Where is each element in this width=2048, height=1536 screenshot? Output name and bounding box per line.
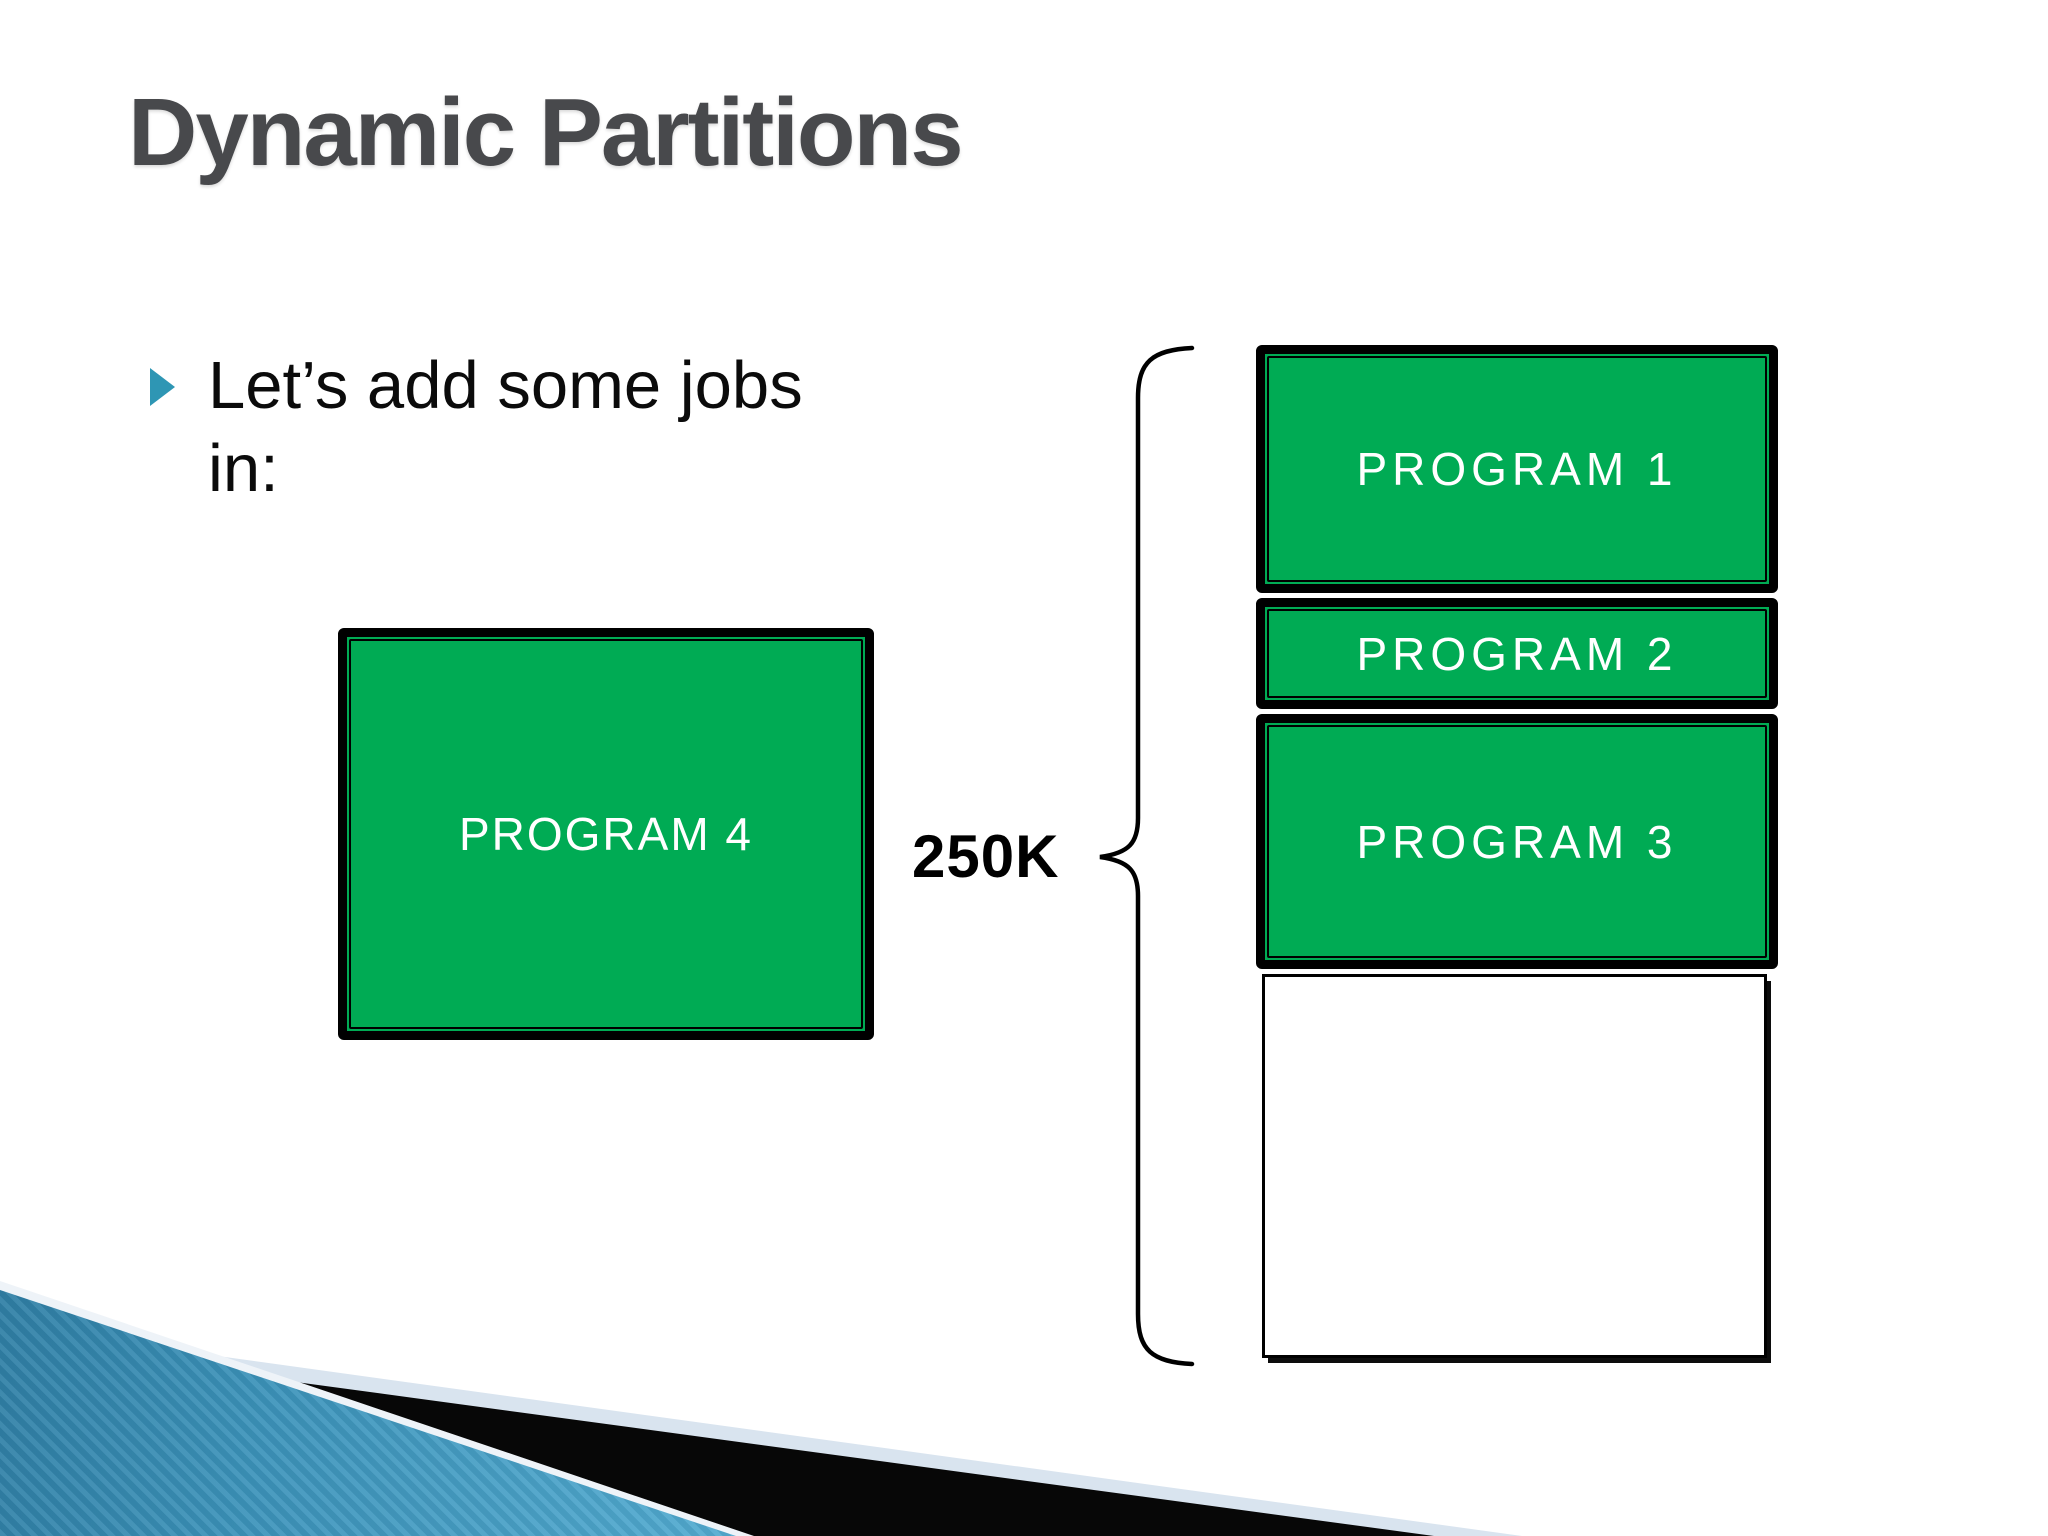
bullet-line-1: Let’s add some jobs bbox=[208, 348, 803, 423]
bullet-text: Let’s add some jobs in: bbox=[208, 344, 803, 510]
job-box-program-4: PROGRAM 4 bbox=[338, 628, 874, 1040]
partition-1-label: PROGRAM 1 bbox=[1356, 443, 1678, 495]
curly-brace bbox=[1099, 345, 1195, 1367]
partition-free-space bbox=[1262, 974, 1767, 1358]
partition-program-3: PROGRAM 3 bbox=[1256, 714, 1778, 969]
partition-3-label: PROGRAM 3 bbox=[1356, 815, 1678, 868]
slide-title: Dynamic Partitions bbox=[128, 79, 964, 186]
memory-size-label: 250K bbox=[912, 823, 1060, 890]
partition-program-2: PROGRAM 2 bbox=[1256, 598, 1778, 709]
job-box-label: PROGRAM 4 bbox=[458, 808, 754, 860]
partition-program-1: PROGRAM 1 bbox=[1256, 345, 1778, 593]
bullet-line-2: in: bbox=[208, 431, 279, 506]
bullet-arrow-icon bbox=[150, 368, 175, 406]
partition-2-label: PROGRAM 2 bbox=[1356, 627, 1678, 680]
